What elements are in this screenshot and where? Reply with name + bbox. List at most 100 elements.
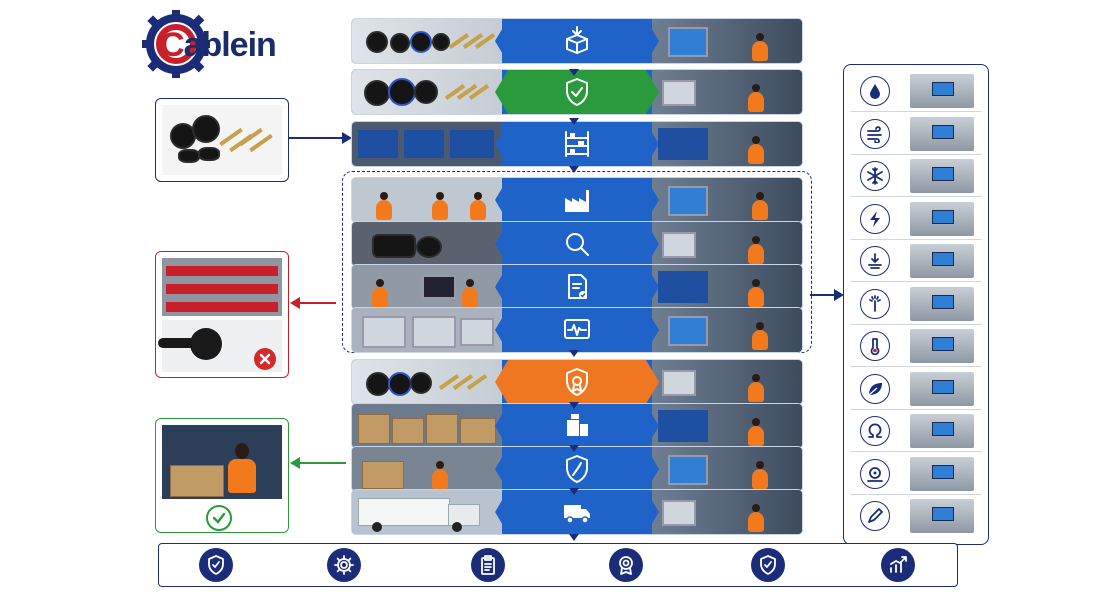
- rejected-panel: [155, 251, 289, 378]
- step-right-photo: [652, 308, 802, 352]
- incoming-arrow: [288, 137, 346, 139]
- logo-letter-c: C: [160, 26, 185, 64]
- connector-arrow: [569, 69, 579, 76]
- test-icon-circle: [860, 288, 890, 319]
- process-step: [352, 447, 802, 491]
- snowflake-icon: [867, 167, 883, 185]
- clipboard-icon-glyph: [481, 555, 495, 575]
- gear-icon: [327, 548, 361, 582]
- gear-icon-glyph: [334, 555, 354, 575]
- process-step: [352, 308, 802, 352]
- magnifier-icon: [566, 233, 589, 256]
- test-equipment-image: [910, 371, 974, 406]
- step-left-photo: [352, 122, 502, 166]
- step-left-photo: [352, 404, 502, 448]
- step-right-photo: [652, 70, 802, 114]
- step-right-photo: [652, 490, 802, 534]
- shield-check-icon: [566, 78, 588, 106]
- test-icon-circle: [860, 501, 890, 531]
- test-item: [850, 496, 982, 536]
- shield-check-icon: [751, 548, 785, 582]
- test-item: [850, 326, 982, 367]
- clipboard-icon: [471, 548, 505, 582]
- connector-arrow: [569, 445, 579, 452]
- step-right-photo: [652, 265, 802, 309]
- brand-logo: Cablein: [140, 8, 300, 80]
- growth-chart-icon: [881, 548, 915, 582]
- step-icon-banner: [495, 178, 659, 222]
- logo-letters-rest: ablein: [183, 26, 277, 64]
- pen-icon: [868, 508, 883, 523]
- test-item: [850, 241, 982, 282]
- test-equipment-image: [910, 116, 974, 151]
- packaging-icon: [567, 414, 588, 436]
- test-arrow: [810, 294, 836, 296]
- connector-arrow: [569, 534, 579, 541]
- lightning-icon: [870, 210, 880, 227]
- step-left-photo: [352, 222, 502, 266]
- step-right-photo: [652, 447, 802, 491]
- shield-outline-icon: [566, 455, 588, 483]
- quality-icon-bar: [158, 543, 958, 587]
- test-icon-circle: [860, 161, 890, 191]
- process-step: [352, 178, 802, 222]
- wind-icon: [867, 125, 882, 143]
- leaf-icon: [868, 382, 882, 396]
- connector-arrow: [569, 488, 579, 495]
- test-equipment-image: [910, 499, 974, 533]
- reject-arrow: [298, 302, 336, 304]
- approve-arrow-head: [290, 457, 300, 469]
- step-icon-banner: [495, 222, 659, 266]
- contact-icon: [867, 466, 883, 482]
- step-right-photo: [652, 360, 802, 404]
- step-icon-banner: [495, 308, 659, 352]
- shield-award-icon: [566, 368, 588, 396]
- step-icon-banner: [495, 447, 659, 491]
- process-step: [352, 360, 802, 404]
- award-badge-icon-glyph: [619, 556, 633, 575]
- test-icon-circle: [860, 76, 890, 106]
- test-icon-circle: [860, 118, 890, 149]
- thermometer-icon: [870, 338, 880, 355]
- shield-check-icon: [199, 548, 233, 582]
- test-item: [850, 199, 982, 240]
- incoming-arrow-head: [342, 132, 352, 144]
- growth-chart-icon-glyph: [890, 556, 907, 573]
- process-step: [352, 265, 802, 309]
- reliability-test-panel: [843, 64, 989, 545]
- award-badge-icon: [609, 548, 643, 582]
- step-left-photo: [352, 308, 502, 352]
- step-right-photo: [652, 178, 802, 222]
- test-item: [850, 114, 982, 155]
- test-arrow-head: [834, 289, 844, 301]
- document-check-icon: [568, 274, 587, 299]
- rejected-shelf-image: [162, 258, 282, 316]
- step-right-photo: [652, 222, 802, 266]
- rejected-connector-image: [158, 320, 282, 372]
- step-left-photo: [352, 70, 502, 114]
- reject-arrow-head: [290, 297, 300, 309]
- approve-check-icon: [206, 505, 232, 531]
- test-item: [850, 71, 982, 112]
- step-left-photo: [352, 265, 502, 309]
- process-step: [352, 122, 802, 166]
- test-equipment-image: [910, 201, 974, 236]
- step-icon-banner: [495, 122, 659, 166]
- connector-arrow: [569, 350, 579, 357]
- box-download-icon: [566, 26, 588, 54]
- approved-panel: [155, 418, 289, 533]
- test-icon-circle: [860, 416, 890, 446]
- test-equipment-image: [910, 329, 974, 363]
- test-item: [850, 369, 982, 410]
- step-left-photo: [352, 178, 502, 222]
- test-icon-circle: [860, 458, 890, 489]
- shield-check-icon-glyph: [760, 555, 776, 575]
- test-icon-circle: [860, 203, 890, 234]
- spray-icon: [869, 294, 881, 312]
- gear-logo-icon: [142, 10, 210, 78]
- step-left-photo: [352, 19, 502, 63]
- warehouse-shelves-icon: [565, 131, 589, 157]
- test-equipment-image: [910, 414, 974, 448]
- test-equipment-image: [910, 244, 974, 278]
- connector-arrow: [569, 166, 579, 173]
